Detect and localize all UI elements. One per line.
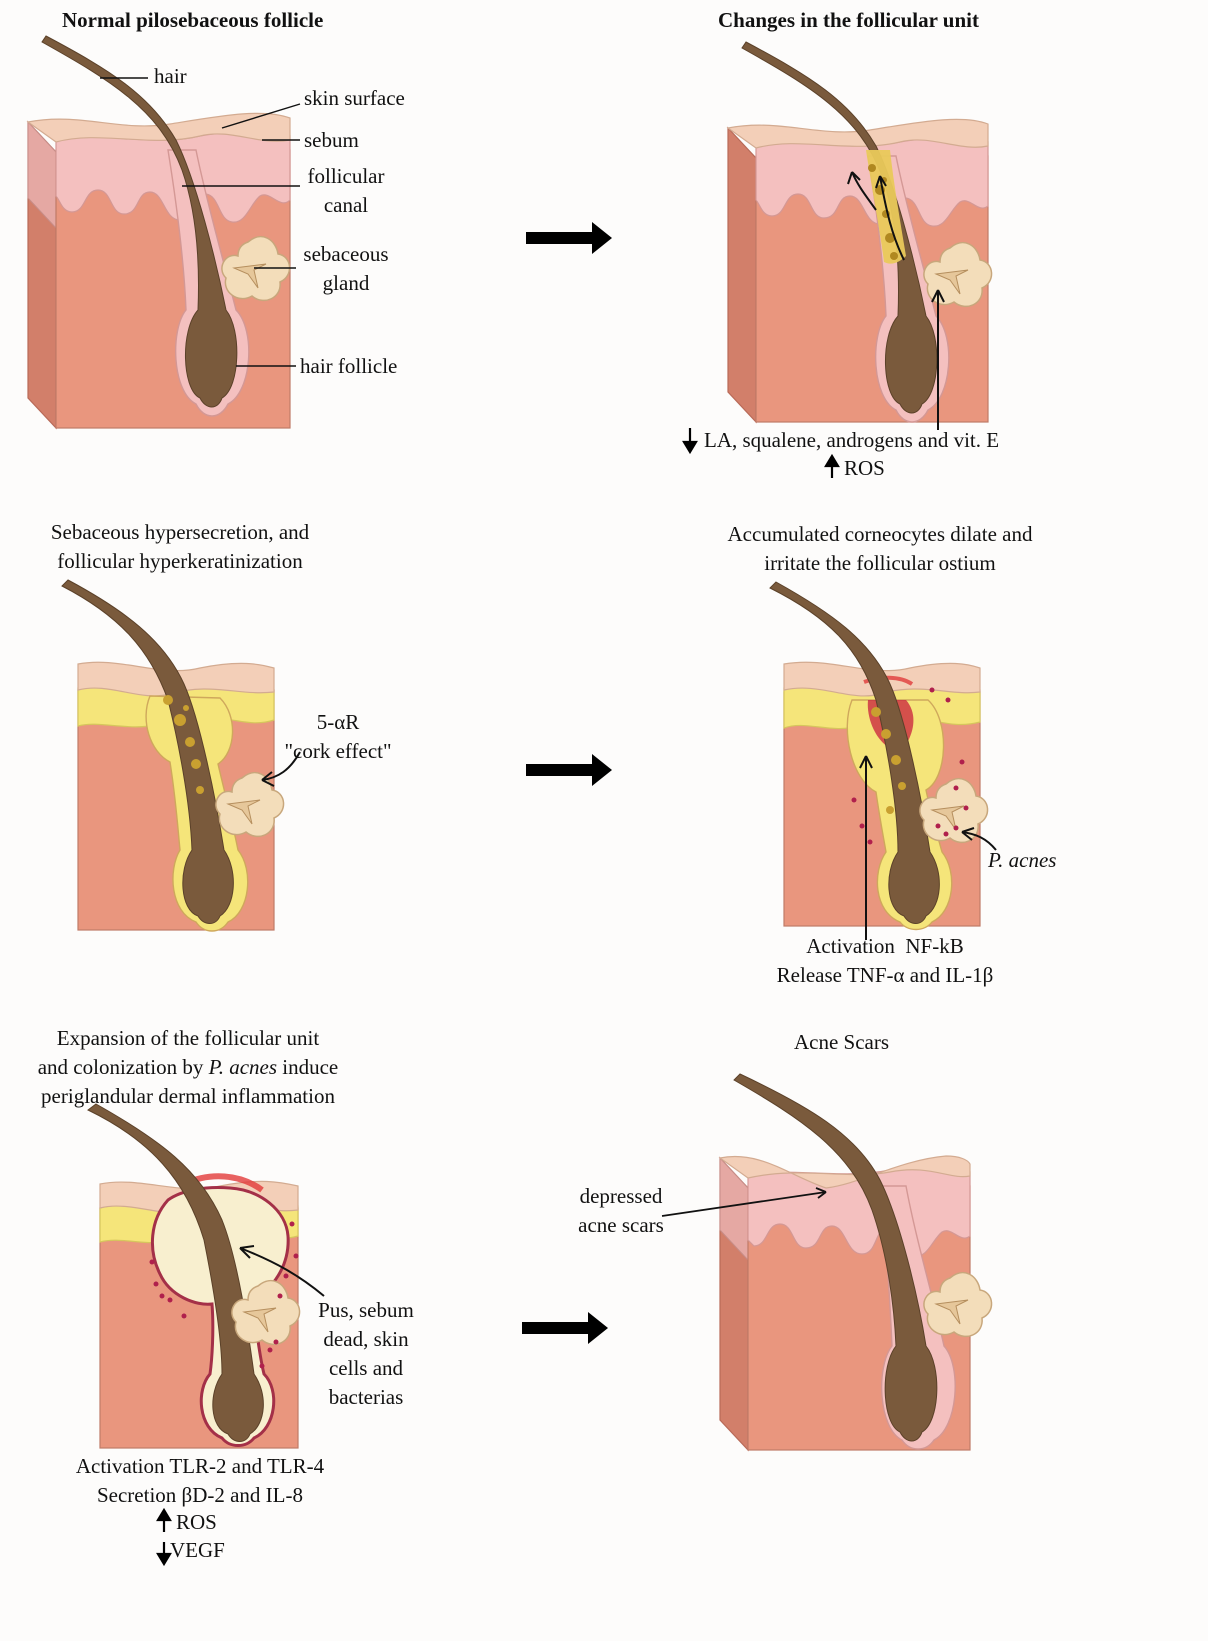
- panel-acne-scars: [662, 1074, 992, 1450]
- panel2-note-1: LA, squalene, androgens and vit. E: [704, 426, 999, 455]
- progression-arrow-1: [526, 222, 612, 254]
- progression-arrow-2: [526, 754, 612, 786]
- panel-corneocytes: [770, 582, 996, 940]
- panel5-note-vegf: VEGF: [170, 1536, 225, 1565]
- panel6-title: Acne Scars: [794, 1028, 889, 1057]
- down-arrow-icon: [158, 1542, 170, 1564]
- panel-inflammation: [88, 1104, 324, 1448]
- label-p-acnes: P. acnes: [988, 846, 1056, 875]
- panel2-note-2: ROS: [844, 454, 885, 483]
- panel-normal-follicle: [28, 36, 290, 428]
- up-arrow-icon: [158, 1510, 170, 1532]
- down-arrow-icon: [684, 428, 696, 452]
- label-hair: hair: [154, 62, 187, 91]
- panel1-title: Normal pilosebaceous follicle: [62, 6, 323, 35]
- panel2-title: Changes in the follicular unit: [718, 6, 979, 35]
- progression-arrows: [522, 222, 612, 1344]
- panel5-title: Expansion of the follicular unit and col…: [14, 1024, 362, 1111]
- panel-follicular-changes: [728, 42, 992, 430]
- up-arrow-icon: [826, 456, 838, 478]
- progression-arrow-3: [522, 1312, 608, 1344]
- panel3-label: 5-αR"cork effect": [276, 708, 400, 766]
- label-sebum: sebum: [304, 126, 359, 155]
- panel-hypersecretion: [62, 580, 300, 931]
- panel5-note-ros: ROS: [176, 1508, 217, 1537]
- label-skin-surface: skin surface: [304, 84, 405, 113]
- label-hair-follicle: hair follicle: [300, 352, 397, 381]
